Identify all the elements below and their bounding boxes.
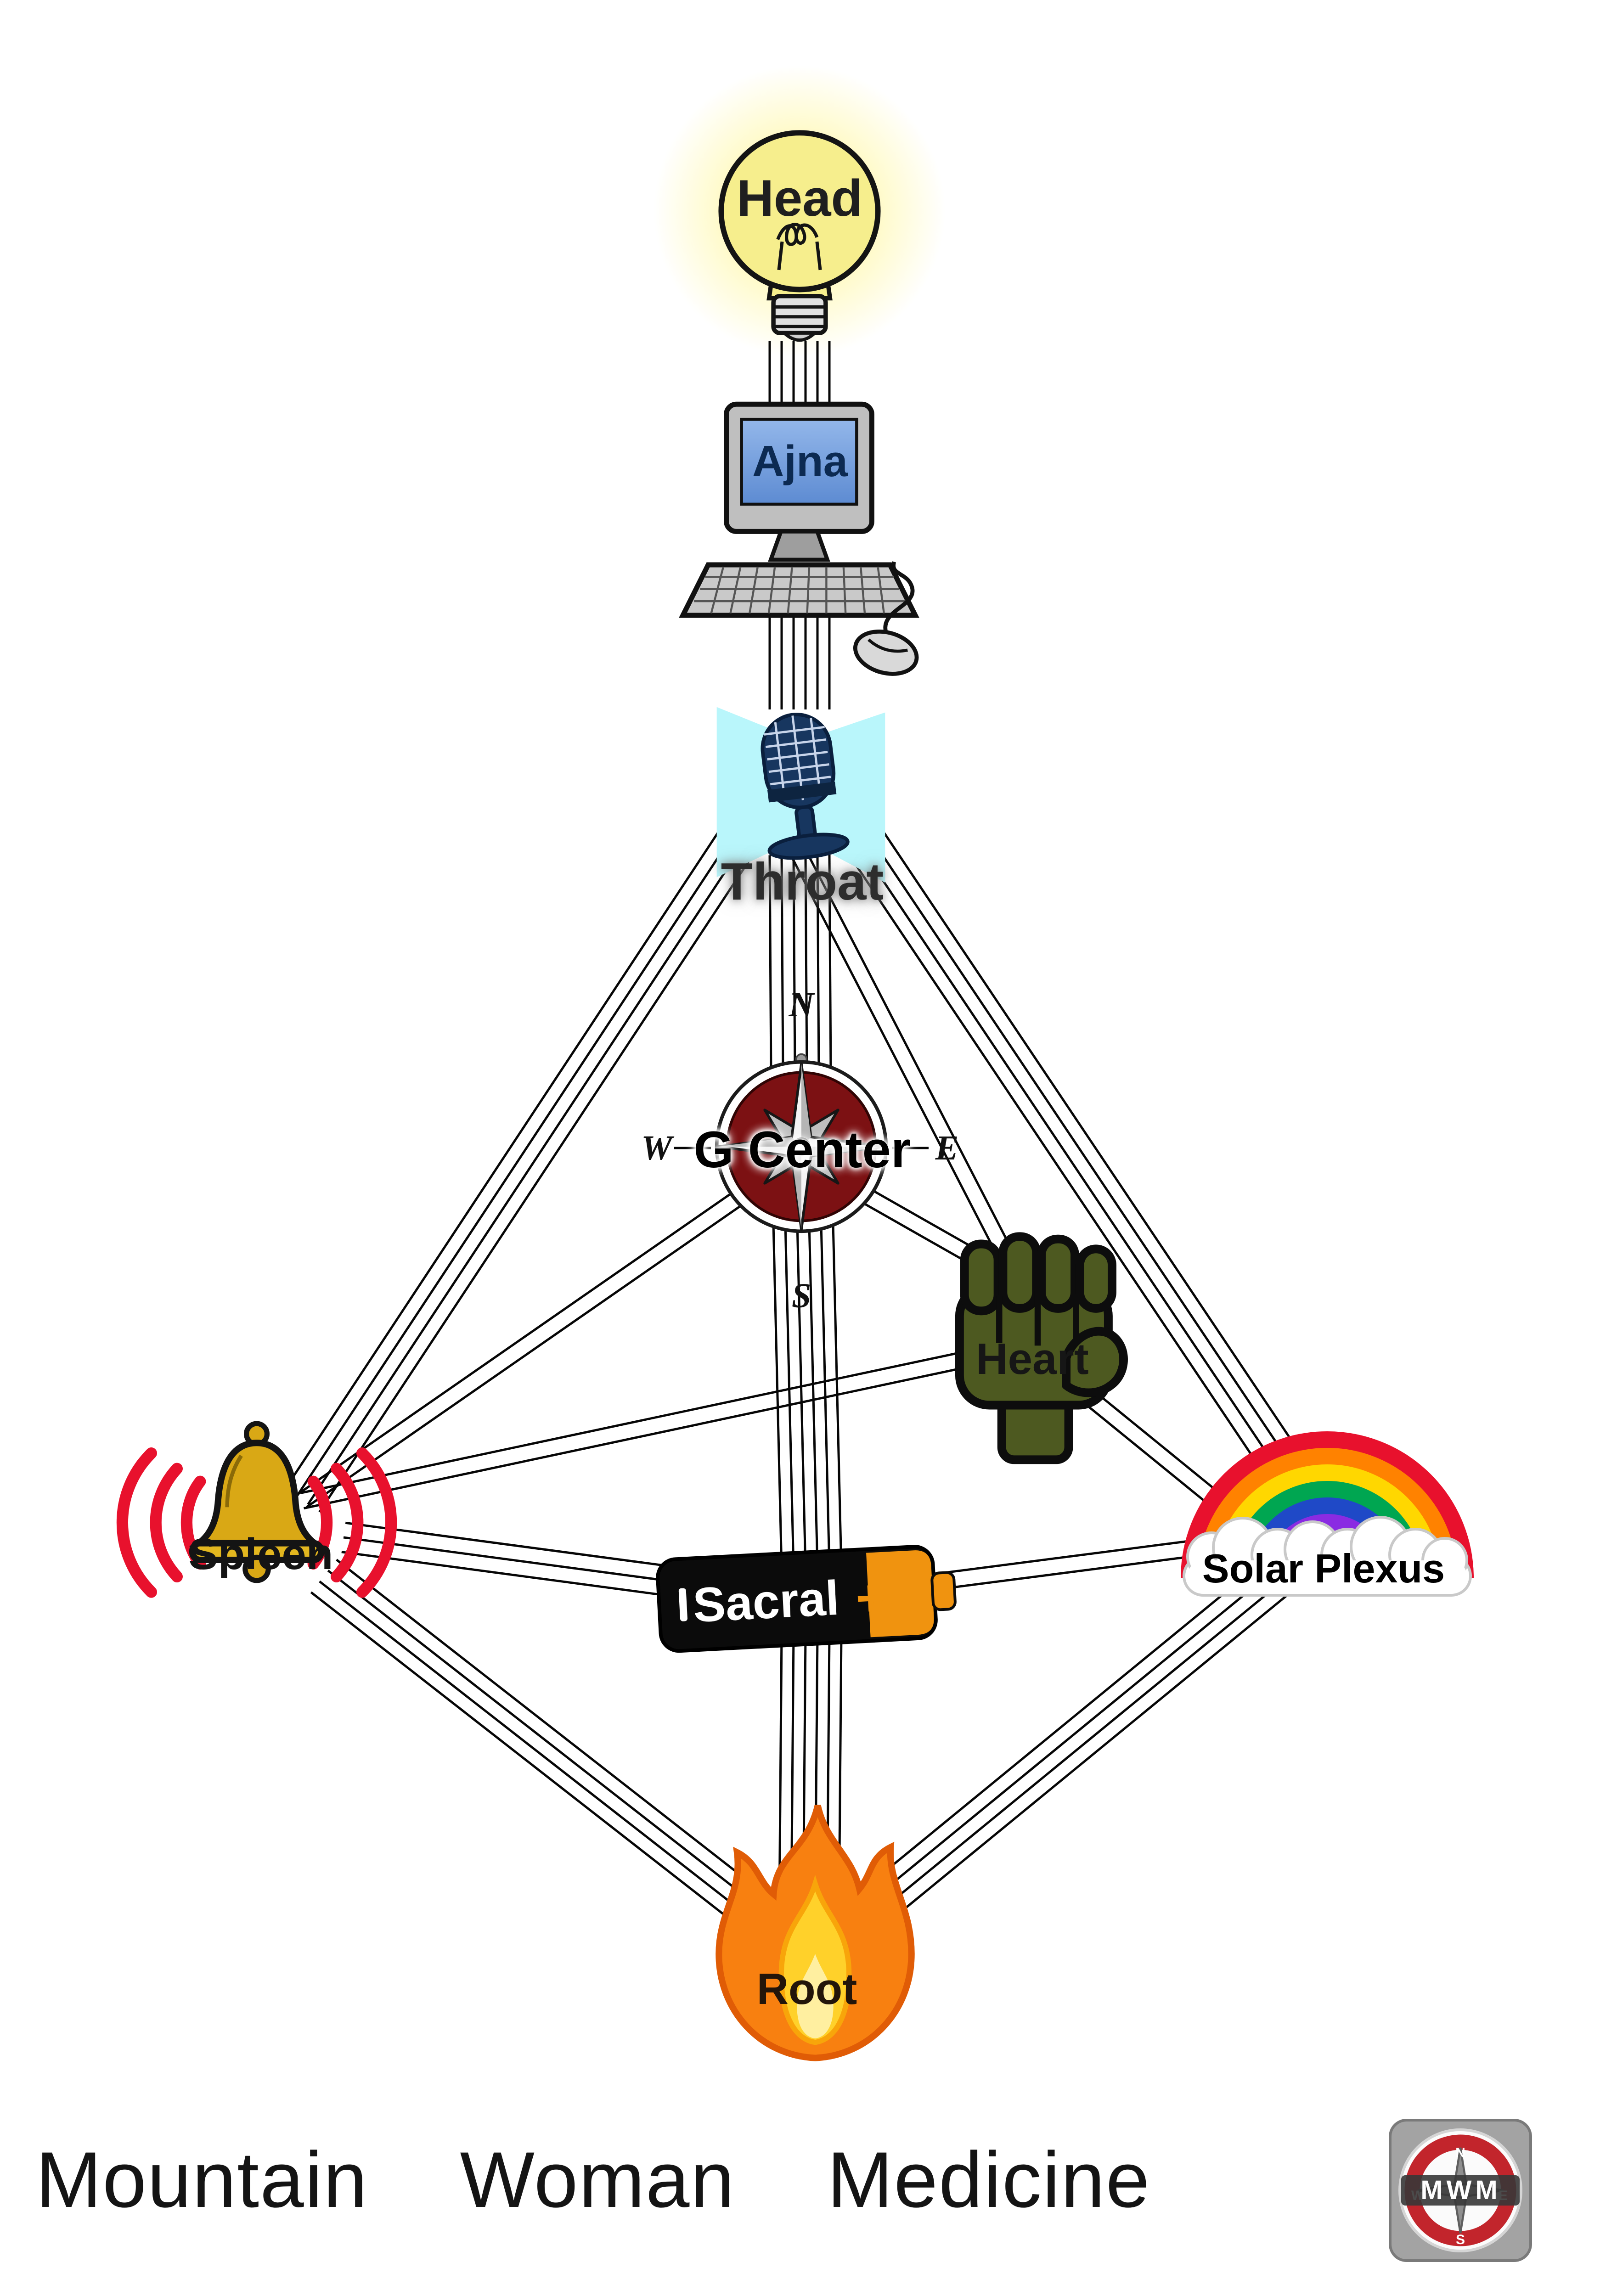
logo-text: MWM (1420, 2175, 1501, 2205)
battery-plus-label: + (854, 1568, 887, 1627)
footer-title: Mountain Woman Medicine (36, 2134, 1150, 2225)
footer-word-medicine: Medicine (827, 2136, 1151, 2224)
compass-south-label: S (791, 1277, 811, 1315)
channel-line-throat_left-spleen_top (284, 820, 727, 1490)
rainbow-cloud-icon (1181, 1431, 1474, 1597)
channel-line-throat_right-solar_top (840, 843, 1289, 1510)
ajna-label: Ajna (752, 437, 848, 486)
lightbulb-icon (718, 130, 881, 342)
channel-line-throat_left-spleen_top (295, 827, 738, 1498)
channel-line-spleen_top-heart_left (300, 1351, 961, 1494)
microphone-icon (716, 707, 885, 883)
compass-east-label: E (935, 1129, 959, 1167)
channel-line-spleen_bottom-root_left (336, 1559, 792, 1916)
spleen-label: Spleen (188, 1530, 333, 1579)
mwm-compass-logo: N E S W (1389, 2119, 1532, 2262)
channel-line-throat_right-solar_top (852, 835, 1301, 1503)
throat-label: Throat (721, 853, 884, 911)
g-center-label: G Center (693, 1121, 911, 1178)
compass-west-label: W (641, 1129, 672, 1167)
compass-icon (715, 1053, 888, 1233)
channel-line-solar_bottom-root_right (839, 1563, 1283, 1927)
channel-line-solar_bottom-root_right (848, 1574, 1291, 1937)
head-label: Head (737, 169, 862, 227)
computer-icon (679, 401, 919, 676)
channel-line-solar_bottom-root_right (831, 1553, 1274, 1916)
footer-word-woman: Woman (460, 2136, 736, 2224)
channel-line-throat_right-solar_top (875, 820, 1324, 1487)
channel-line-g_left-spleen_top (297, 1179, 750, 1496)
bell-icon (116, 1421, 397, 1598)
channel-line-throat_bottom-heart_top (805, 851, 1029, 1281)
fist-icon (955, 1232, 1128, 1464)
battery-icon (656, 1545, 957, 1653)
channel-line-spleen_bottom-root_left (319, 1580, 775, 1937)
logo-north-letter: N (1455, 2145, 1465, 2161)
root-label: Root (756, 1964, 857, 2014)
solar-plexus-label: Solar Plexus (1202, 1546, 1445, 1591)
channel-line-throat_bottom-heart_top (791, 858, 1015, 1288)
channel-line-throat_right-solar_top (863, 827, 1312, 1495)
fire-icon (716, 1805, 915, 2061)
channel-line-spleen_bottom-root_left (310, 1591, 766, 1948)
footer-word-mountain: Mountain (36, 2136, 368, 2224)
channel-line-sacral_bottom-root_top (778, 1635, 783, 1908)
channel-line-solar_bottom-root_right (857, 1584, 1300, 1948)
logo-south-letter: S (1456, 2232, 1465, 2247)
compass-north-label: N (789, 985, 814, 1024)
channel-line-g_left-spleen_top (306, 1192, 760, 1508)
channel-line-spleen_top-heart_left (304, 1367, 964, 1510)
heart-label: Heart (976, 1334, 1089, 1384)
sacral-label: Sacral (691, 1570, 841, 1633)
channel-line-throat_left-spleen_top (318, 843, 761, 1513)
channel-line-throat_left-spleen_top (307, 835, 750, 1505)
channel-line-spleen_bottom-root_left (327, 1570, 783, 1927)
